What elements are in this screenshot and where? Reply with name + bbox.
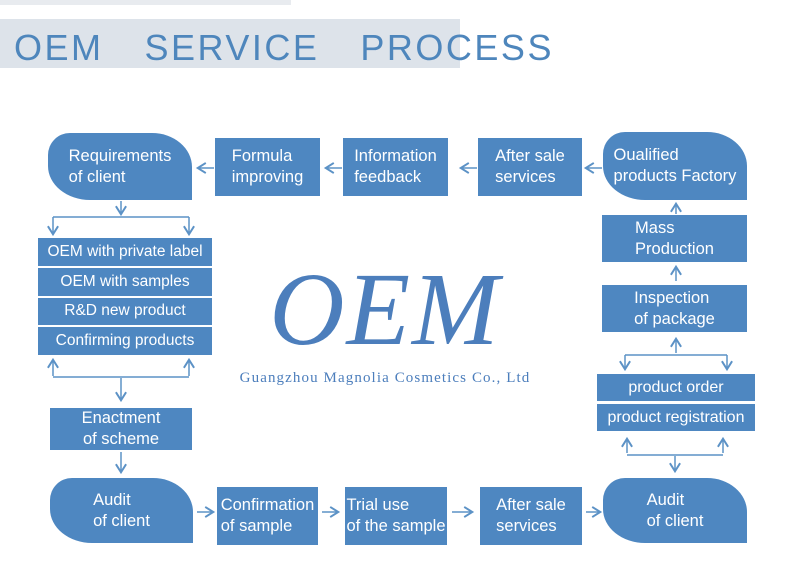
node-label: Oualified products Factory (613, 146, 737, 185)
stack-item-confirming-products: Confirming products (38, 327, 212, 355)
node-label: Trial use of the sample (346, 496, 446, 535)
node-information-feedback: Information feedback (343, 138, 448, 196)
stack-item-rd-new-product: R&D new product (38, 297, 212, 326)
stack-item-oem-private-label: OEM with private label (38, 238, 212, 266)
node-label: Confirmation of sample (220, 496, 315, 535)
stack-item-oem-with-samples: OEM with samples (38, 267, 212, 296)
logo-oem-text: OEM (269, 252, 501, 367)
title-bar (0, 19, 460, 68)
node-label: Inspection of package (634, 288, 715, 328)
node-audit-of-client-left: Audit of client (50, 478, 193, 543)
product-stack: product order product registration (597, 374, 755, 431)
node-label: Requirements of client (68, 146, 172, 186)
node-trial-use-of-sample: Trial use of the sample (345, 487, 447, 545)
node-formula-improving: Formula improving (215, 138, 320, 196)
node-label: Information feedback (354, 147, 437, 186)
node-label: Formula improving (231, 147, 304, 186)
node-label: Enactment of scheme (81, 409, 161, 448)
node-label: Mass Production (635, 218, 714, 258)
stack-item-product-order: product order (597, 374, 755, 401)
node-enactment-of-scheme: Enactment of scheme (50, 408, 192, 450)
node-requirements-of-client: Requirements of client (48, 133, 192, 200)
node-mass-production: Mass Production (602, 215, 747, 262)
node-label: After sale services (495, 147, 565, 186)
top-strip-decoration (0, 0, 291, 5)
logo-company-name: Guangzhou Magnolia Cosmetics Co., Ltd (239, 370, 531, 386)
page-title: OEM SERVICE PROCESS (14, 27, 554, 68)
node-label: After sale services (496, 496, 566, 535)
stack-item-product-registration: product registration (597, 404, 755, 431)
node-qualified-products-factory: Oualified products Factory (603, 132, 747, 200)
node-confirmation-of-sample: Confirmation of sample (217, 487, 318, 545)
node-after-sale-services-bottom: After sale services (480, 487, 582, 545)
oem-options-stack: OEM with private label OEM with samples … (38, 238, 212, 355)
company-logo: OEM Guangzhou Magnolia Cosmetics Co., Lt… (232, 256, 538, 387)
node-after-sale-services-top: After sale services (478, 138, 582, 196)
node-inspection-of-package: Inspection of package (602, 285, 747, 332)
node-audit-of-client-right: Audit of client (603, 478, 747, 543)
node-label: Audit of client (93, 490, 150, 530)
node-label: Audit of client (646, 490, 704, 530)
